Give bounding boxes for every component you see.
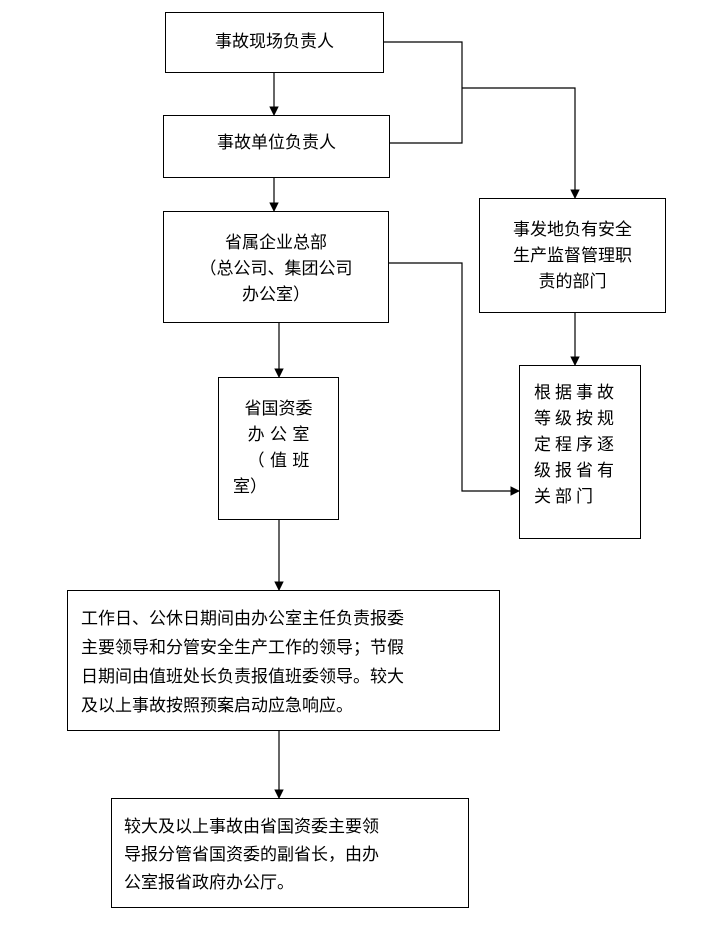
node-local-dept-line-3: 责的部门 [538,272,607,292]
node-scene-head-line: 事故现场负责人 [215,32,334,52]
node-scene-head: 事故现场负责人 [165,12,384,73]
node-report-up-line-5: 关部门 [534,487,597,507]
node-sasac-line-2: 办 公 室 [247,425,310,445]
node-hq-line-1: 省属企业总部 [225,233,327,253]
node-report-up: 根据事故 等级按规 定程序逐 级报省有 关部门 [519,365,641,539]
node-local-dept-line-1: 事发地负有安全 [513,220,632,240]
node-major-line-3: 公室报省政府办公厅。 [124,873,294,893]
node-duty: 工作日、公休日期间由办公室主任负责报委 主要领导和分管安全生产工作的领导；节假 … [67,590,500,731]
node-report-up-line-4: 级报省有 [534,461,618,481]
node-local-dept: 事发地负有安全 生产监督管理职 责的部门 [479,198,666,313]
node-sasac-line-1: 省国资委 [244,399,313,419]
arrow-merge-to-local [462,87,580,199]
node-duty-line-2: 主要领导和分管安全生产工作的领导；节假 [81,638,404,658]
node-unit-head: 事故单位负责人 [163,115,390,178]
node-hq-line-3: 办公室） [242,285,310,305]
node-major-line-1: 较大及以上事故由省国资委主要领 [124,817,379,837]
node-hq-line-2: （总公司、集团公司 [199,259,353,279]
node-major-line-2: 导报分管省国资委的副省长，由办 [124,845,379,865]
arrow-hq-to-report [389,262,520,496]
node-duty-line-4: 及以上事故按照预案启动应急响应。 [81,696,353,716]
node-sasac-line-3: （ 值 班 [247,451,310,471]
node-duty-line-3: 日期间由值班处长负责报值班委领导。较大 [81,667,404,687]
node-sasac-line-4: 室） [233,477,267,497]
node-unit-head-line: 事故单位负责人 [217,133,336,153]
node-report-up-line-1: 根据事故 [534,383,618,403]
node-hq: 省属企业总部 （总公司、集团公司 办公室） [163,211,389,323]
node-sasac: 省国资委 办 公 室 （ 值 班 室） [218,377,339,520]
node-report-up-line-3: 定程序逐 [534,435,618,455]
node-report-up-line-2: 等级按规 [534,409,618,429]
node-major: 较大及以上事故由省国资委主要领 导报分管省国资委的副省长，由办 公室报省政府办公… [111,798,469,908]
connector-unit-to-merge [390,88,463,144]
node-local-dept-line-2: 生产监督管理职 [513,246,632,266]
connector-scene-to-local [384,41,463,88]
node-duty-line-1: 工作日、公休日期间由办公室主任负责报委 [81,609,404,629]
